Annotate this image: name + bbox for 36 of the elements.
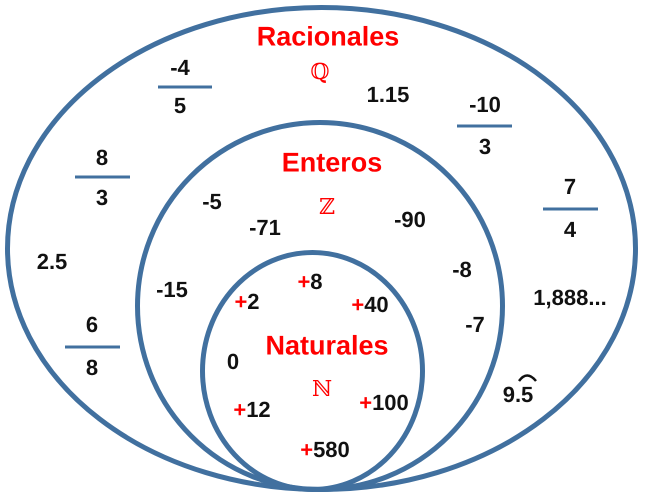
denominator: 4 <box>564 219 576 241</box>
number: 2.5 <box>36 251 68 273</box>
number: -7 <box>465 314 485 336</box>
number: +12 <box>233 399 271 421</box>
set-ellipse <box>200 250 425 492</box>
set-ellipse <box>135 120 505 492</box>
number: +100 <box>359 392 409 414</box>
number: -8 <box>452 259 472 281</box>
number: +8 <box>297 271 323 293</box>
set-symbol: ℚ <box>310 62 330 84</box>
number: 9.5 <box>502 384 534 406</box>
number: +2 <box>234 291 260 313</box>
set-title: Naturales <box>265 332 389 360</box>
set-symbol: ℤ <box>318 197 336 219</box>
number: +580 <box>300 439 350 461</box>
denominator: 8 <box>86 357 98 379</box>
set-ellipse <box>5 5 638 492</box>
number: 0 <box>226 351 240 373</box>
numerator: 6 <box>86 314 98 336</box>
number: -5 <box>202 191 222 213</box>
number: -90 <box>394 209 426 231</box>
numerator: 8 <box>96 147 108 169</box>
set-symbol: ℕ <box>312 379 332 401</box>
set-title: Racionales <box>256 24 400 50</box>
numerator: -10 <box>469 94 501 116</box>
set-title: Enteros <box>282 150 382 176</box>
number: -71 <box>249 217 281 239</box>
denominator: 5 <box>174 95 186 117</box>
number: 1,888... <box>533 287 607 309</box>
numerator: -4 <box>170 57 190 79</box>
numerator: 7 <box>564 176 576 198</box>
denominator: 3 <box>478 136 492 158</box>
number: -15 <box>156 279 188 301</box>
denominator: 3 <box>96 187 108 209</box>
number: +40 <box>351 294 389 316</box>
number: 1.15 <box>366 84 410 106</box>
